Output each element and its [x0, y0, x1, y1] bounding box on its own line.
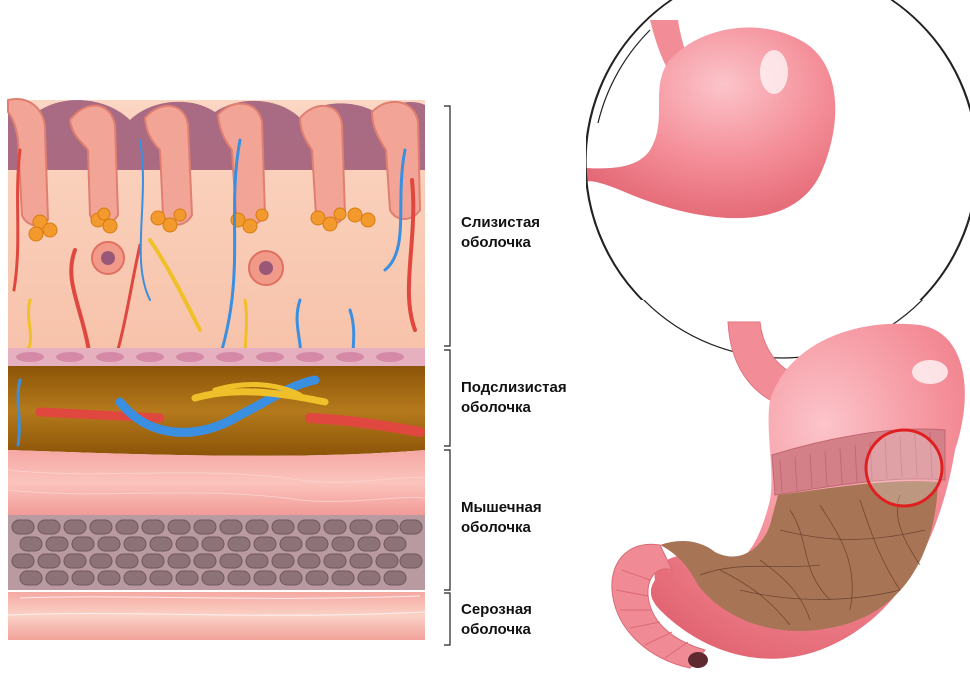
- cutaway-stomach: [612, 322, 965, 668]
- label-serosa: Серозная оболочка: [461, 600, 591, 640]
- label-submucosa: Подслизистая оболочка: [461, 378, 591, 418]
- label-mucosa: Слизистая оболочка: [461, 213, 591, 253]
- label-muscularis: Мышечная оболочка: [461, 498, 591, 538]
- highlight-circle: [866, 430, 942, 506]
